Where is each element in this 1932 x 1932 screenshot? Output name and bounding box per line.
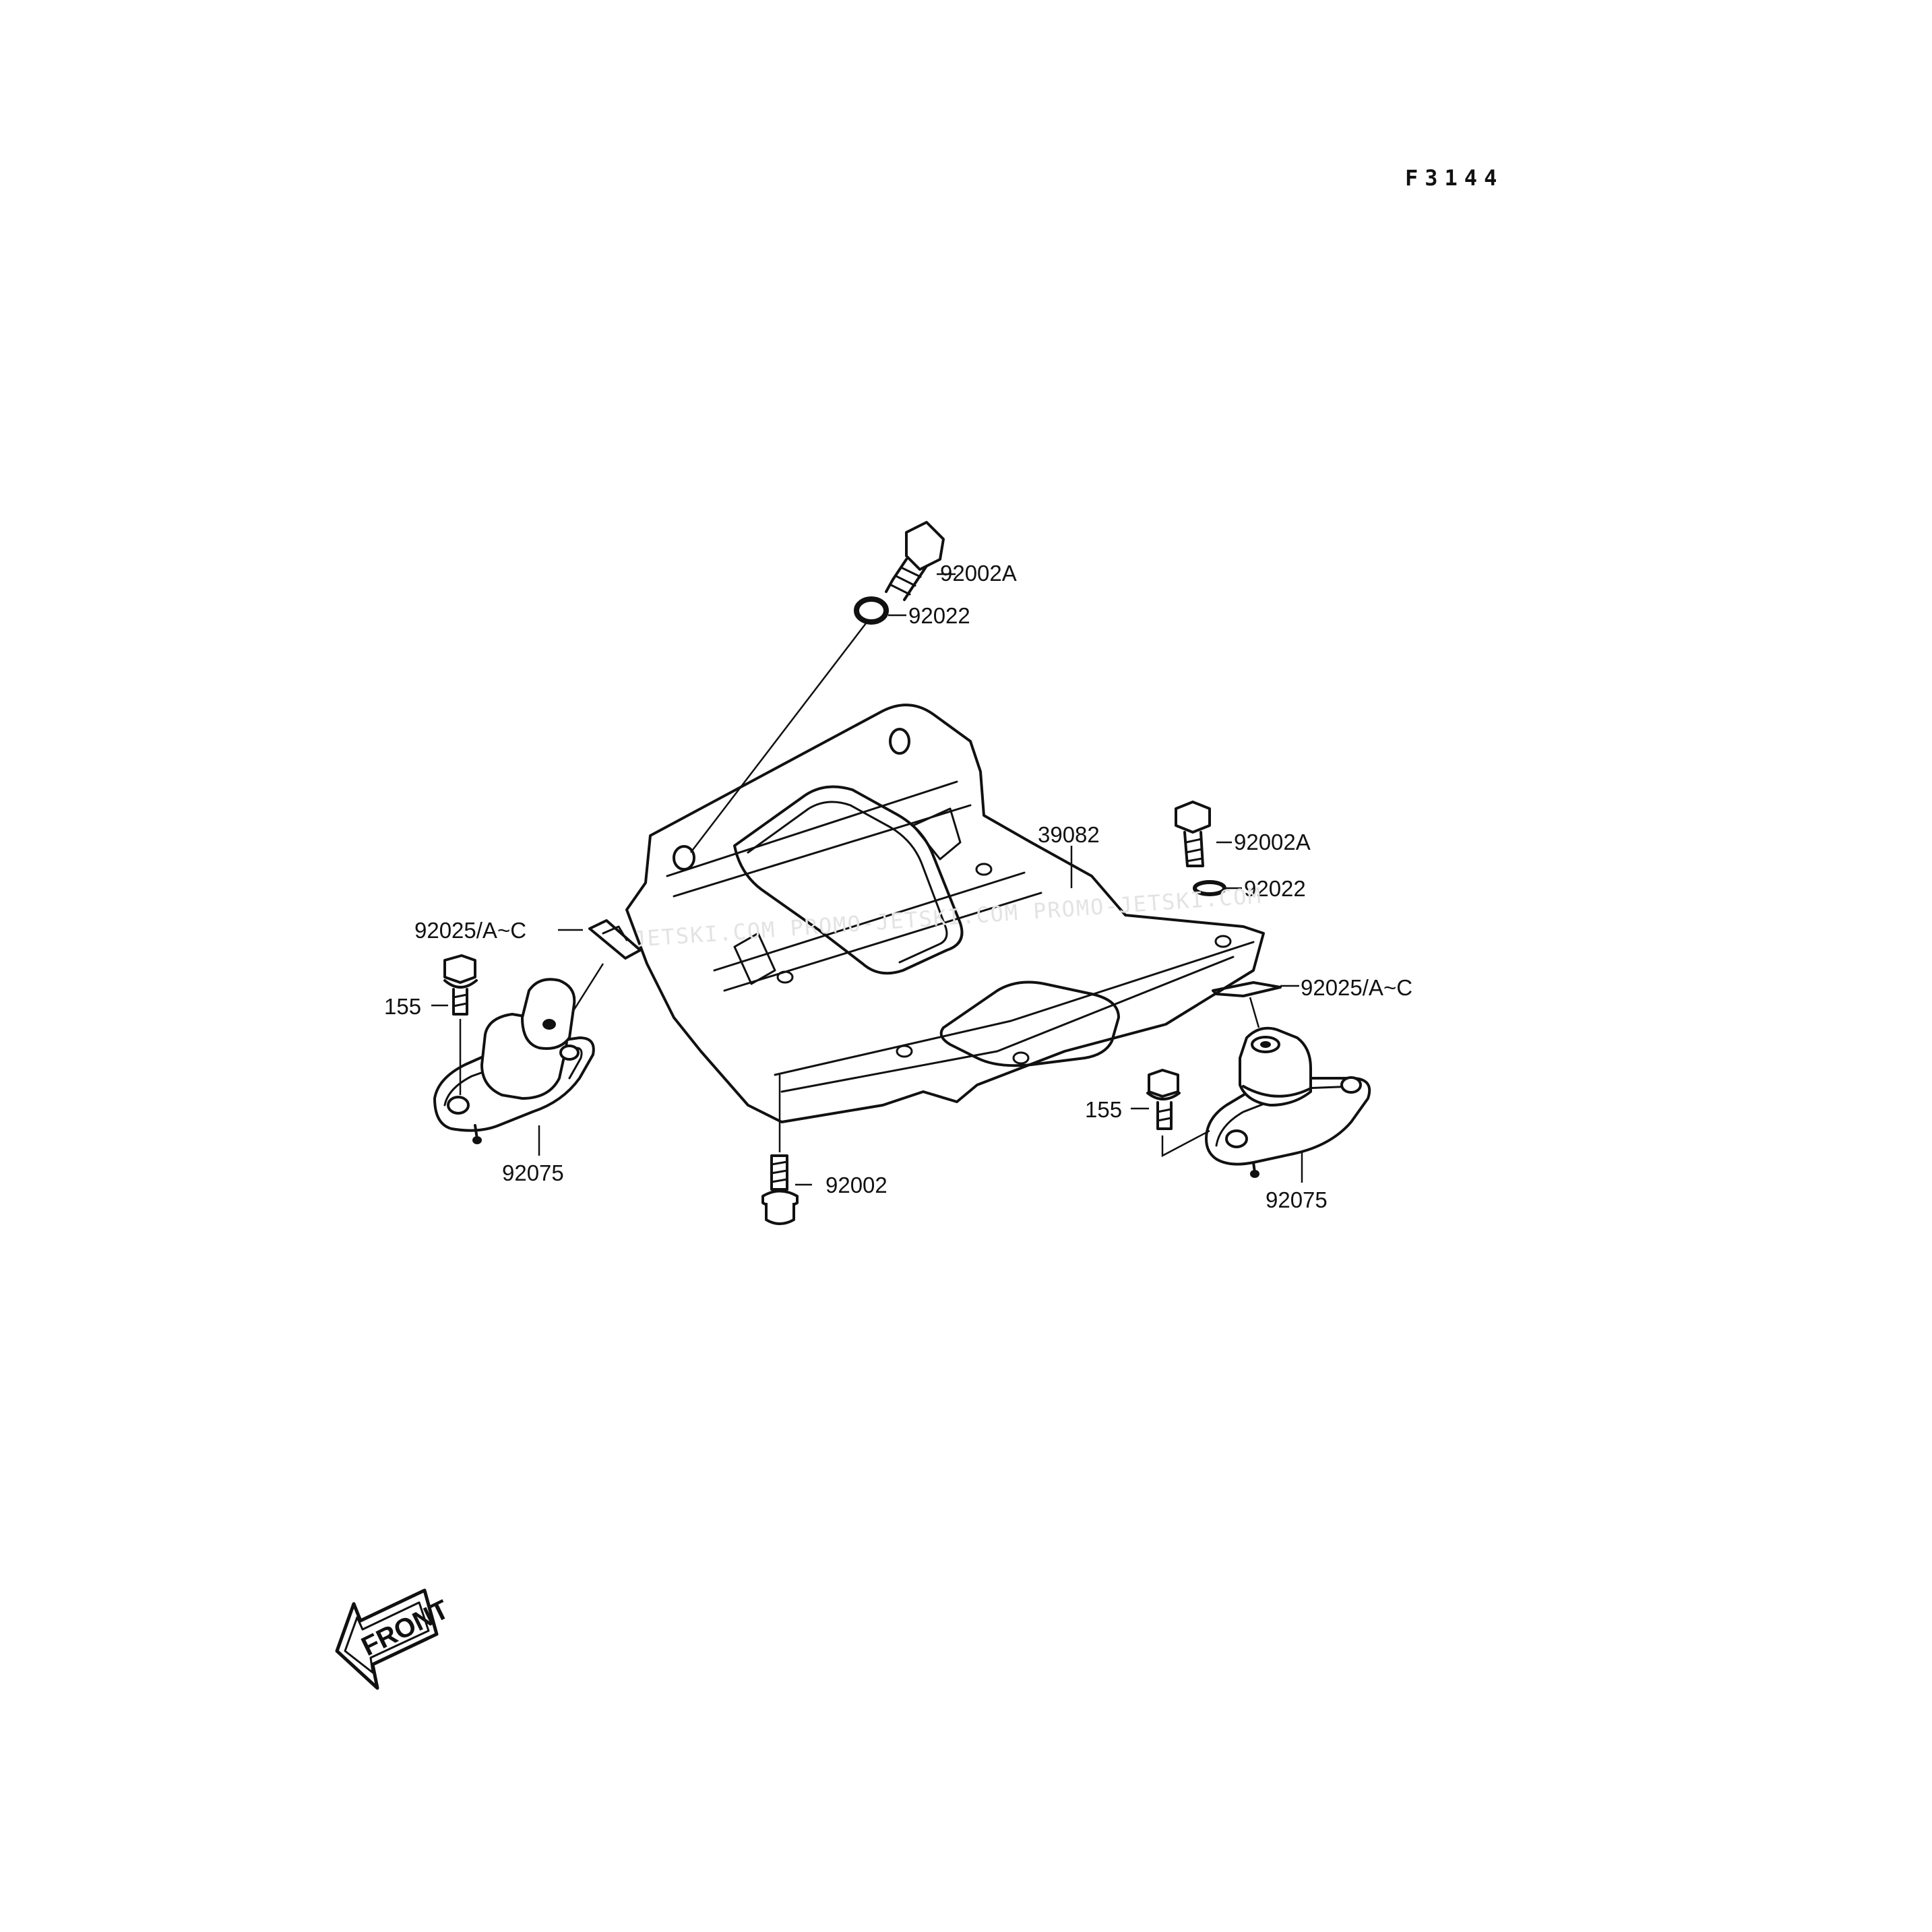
label-mount-right: 92075 [1266, 1187, 1328, 1212]
washer-top-icon [854, 596, 889, 625]
engine-mount-left-icon [433, 978, 595, 1144]
bolt-bottom-icon [761, 1154, 799, 1225]
diagram-code: F3144 [1405, 165, 1503, 191]
label-bolt-right-mount: 155 [1085, 1097, 1122, 1122]
bolt-left-mount-icon [443, 954, 478, 1016]
label-mount-left: 92075 [502, 1160, 564, 1185]
label-bracket: 39082 [1038, 822, 1100, 847]
label-bolt-right: 92002A [1234, 830, 1311, 854]
bolt-right-icon [1175, 801, 1211, 867]
shim-left-icon [588, 919, 642, 960]
engine-mount-right-icon [1205, 1026, 1371, 1178]
label-bolt-top: 92002A [940, 561, 1017, 586]
label-washer-top: 92022 [908, 603, 970, 628]
label-shim-right: 92025/A~C [1301, 975, 1412, 1000]
bolt-right-mount-icon [1146, 1069, 1181, 1130]
front-arrow-icon: FRONT [335, 1588, 454, 1690]
label-washer-right: 92022 [1244, 876, 1306, 901]
label-bolt-bottom: 92002 [825, 1173, 887, 1197]
label-bolt-left-mount: 155 [384, 994, 421, 1019]
washer-right-icon [1193, 880, 1226, 896]
shim-right-icon [1212, 981, 1282, 997]
label-shim-left: 92025/A~C [414, 918, 526, 943]
bolt-top-icon [885, 521, 945, 601]
front-label: FRONT [357, 1594, 454, 1662]
engine-mount-bracket [625, 704, 1265, 1123]
